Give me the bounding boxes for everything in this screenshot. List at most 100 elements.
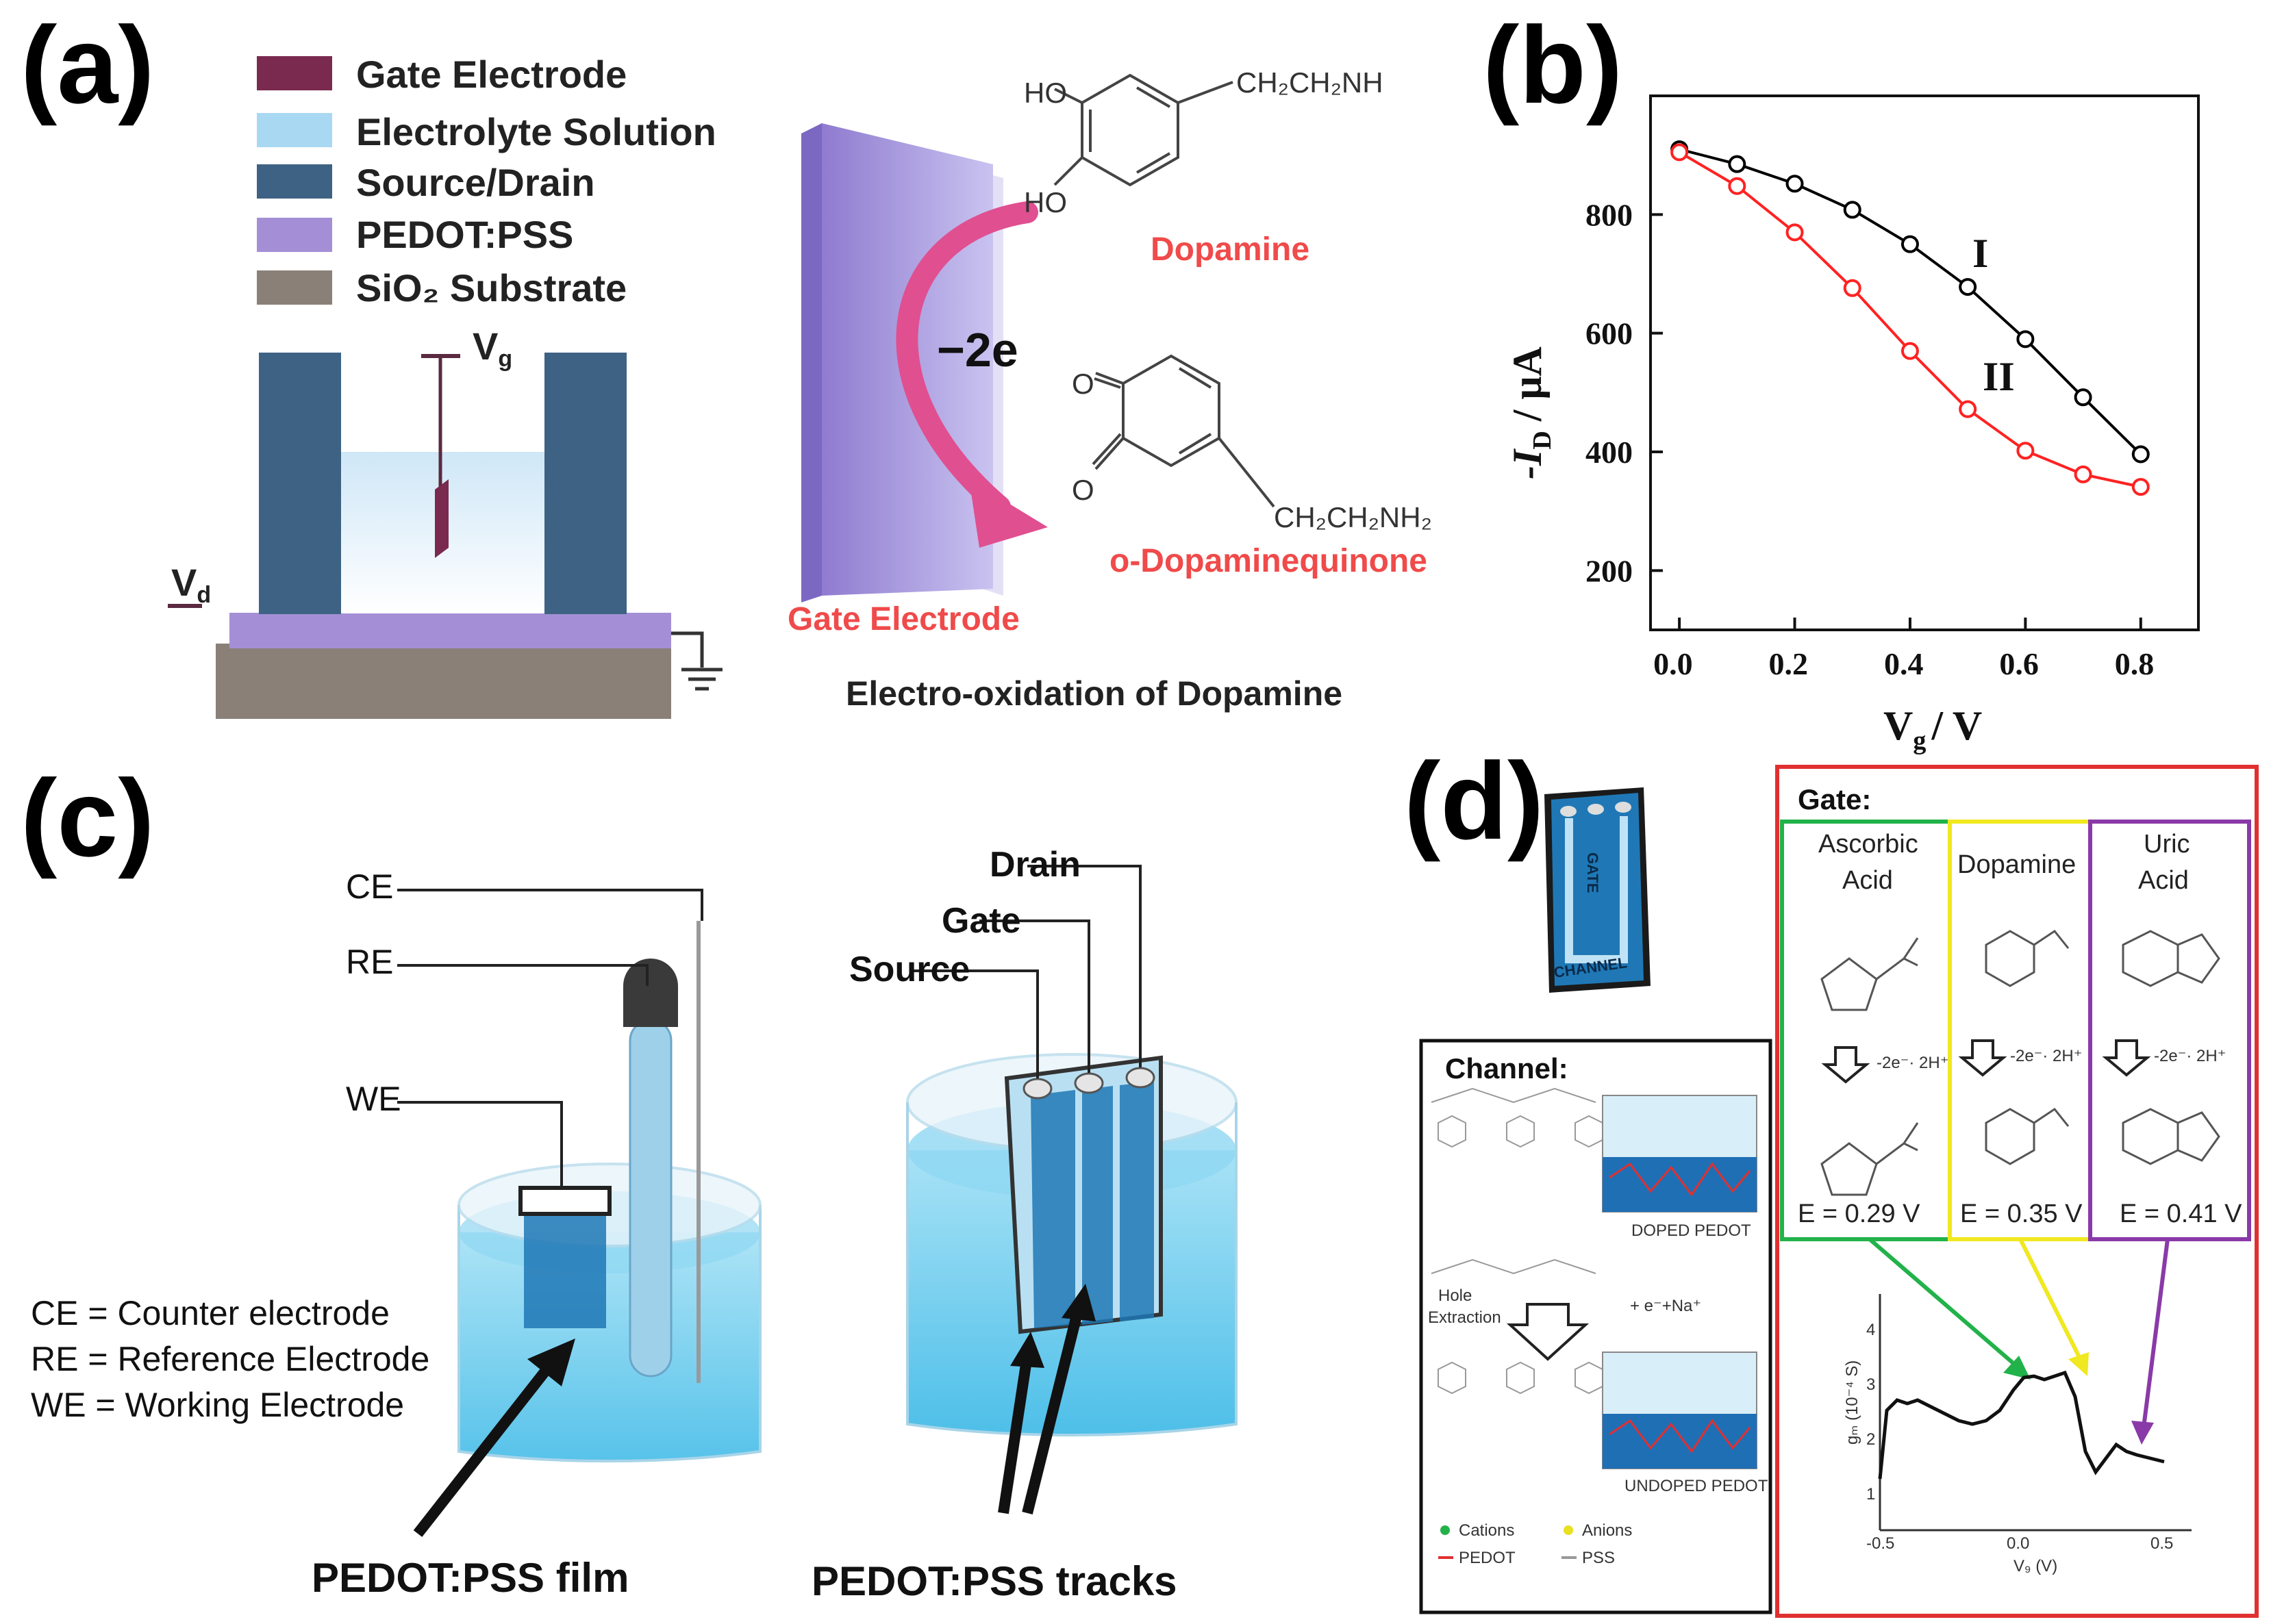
panel-c: (c) CE RE WE CE = Counter electrode RE =… <box>21 757 1238 1604</box>
mini-device: GATE CHANNEL <box>1544 787 1651 993</box>
track-source <box>1031 1090 1075 1328</box>
gm-plot: -0.5 0.0 0.5 1 2 3 4 V₉ (V) gₘ (10⁻⁴ S) <box>1843 1294 2192 1575</box>
source-block <box>259 353 341 614</box>
cations-label: Cations <box>1459 1521 1514 1540</box>
gate-pad <box>1074 1072 1104 1094</box>
data-point-II <box>1785 223 1804 242</box>
data-point-I <box>2016 330 2035 348</box>
doped-pedot-layer <box>1603 1157 1757 1212</box>
x-axis-label: Vg/ V <box>1883 703 1982 755</box>
undoped-label: UNDOPED PEDOT <box>1624 1477 1768 1495</box>
legend-source-drain: Source/Drain <box>356 161 595 204</box>
gate-box-title: Gate: <box>1798 783 1871 815</box>
data-point-II <box>1728 177 1746 195</box>
track-pointer-arrow-2 <box>1022 1306 1084 1514</box>
track-pointer-arrowhead-2 <box>1062 1284 1096 1321</box>
track-gate <box>1082 1086 1113 1325</box>
y-axis-label: -ID/ μA <box>1505 346 1557 479</box>
gm-ytick-1: 2 <box>1866 1430 1875 1449</box>
gm-xtick-0: -0.5 <box>1866 1534 1894 1553</box>
data-point-II <box>2074 465 2092 483</box>
oxidation-arrowhead <box>969 479 1048 548</box>
hole-label-1: Hole <box>1438 1286 1472 1305</box>
ce-label: CE <box>346 867 393 906</box>
pedot-layer <box>229 613 671 648</box>
data-point-I <box>2131 445 2150 464</box>
legend-electrolyte: Electrolyte Solution <box>356 110 716 153</box>
pedot-label: PEDOT <box>1459 1549 1516 1567</box>
gm-xtick-2: 0.5 <box>2150 1534 2173 1553</box>
y-tick-label: 400 <box>1585 435 1633 470</box>
gm-curve <box>1878 1370 2165 1480</box>
dopamine-reaction: -2e⁻· 2H⁺ <box>2010 1047 2082 1065</box>
gm-ytick-0: 1 <box>1866 1485 1875 1504</box>
gm-ylabel: gₘ (10⁻⁴ S) <box>1843 1360 1861 1445</box>
ion-reaction: + e⁻+Na⁺ <box>1630 1297 1701 1315</box>
legend-swatch-substrate <box>257 270 332 305</box>
uric-arrow <box>2142 1239 2170 1428</box>
gm-ytick-3: 4 <box>1866 1321 1875 1339</box>
legend-gate-electrode: Gate Electrode <box>356 53 627 96</box>
panel-a: (a) Gate Electrode Electrolyte Solution … <box>21 3 1432 719</box>
dopamine-label: Dopamine <box>1151 231 1309 268</box>
mini-device-gate: GATE <box>1584 852 1601 893</box>
panel-a-oxidation: −2e Gate Electrode Electro-oxidation of … <box>788 123 1342 713</box>
legend-we: WE = Working Electrode <box>31 1386 404 1424</box>
x-tick-label: 0.0 <box>1653 646 1693 681</box>
dopamine-box <box>1948 820 2092 1241</box>
drain-label: Drain <box>990 845 1081 885</box>
drain-leader <box>1027 865 1142 1067</box>
vd-label: Vd <box>171 561 211 608</box>
track-pointer-arrow-1 <box>998 1354 1033 1514</box>
legend-ce: CE = Counter electrode <box>31 1294 390 1332</box>
data-point-II <box>1670 143 1689 162</box>
beaker-tracks <box>906 865 1238 1514</box>
uric-box <box>2088 820 2251 1241</box>
dopamine-sidechain: CH₂CH₂NH <box>1236 66 1383 99</box>
data-point-II <box>1900 342 1919 360</box>
data-point-I <box>1843 201 1861 219</box>
re-leader <box>397 964 649 986</box>
panel-c-label: (c) <box>21 757 155 879</box>
source-pad <box>1022 1078 1053 1100</box>
undoped-pedot-layer <box>1603 1414 1757 1469</box>
legend-pedot: PEDOT:PSS <box>356 213 573 256</box>
panel-d-label: (d) <box>1404 739 1544 862</box>
gate-electrode <box>435 479 449 558</box>
reaction-arrows <box>1821 1039 2151 1084</box>
re-label: RE <box>346 943 393 981</box>
channel-title: Channel: <box>1445 1052 1568 1084</box>
drain-pad <box>1125 1067 1155 1089</box>
x-tick-label: 0.2 <box>1769 646 1809 681</box>
plot-frame <box>1649 94 2200 631</box>
curve-label-I: I <box>1972 231 1988 276</box>
quinone-label: o-Dopaminequinone <box>1109 543 1427 579</box>
vg-label: Vg <box>473 325 512 372</box>
gate-panel-side <box>801 123 822 602</box>
doped-label: DOPED PEDOT <box>1631 1221 1751 1240</box>
panel-b-label: (b) <box>1483 3 1622 126</box>
legend-swatch-source-drain <box>257 164 332 199</box>
ascorbic-arrow <box>1868 1237 2022 1371</box>
dopamine-potential: E = 0.35 V <box>1960 1200 2083 1228</box>
dopamine-ho-2: HO <box>1024 186 1067 218</box>
pss-label: PSS <box>1582 1549 1615 1567</box>
doped-chains <box>1609 1162 1751 1197</box>
ascorbic-arrowhead <box>2003 1356 2031 1380</box>
ascorbic-title-1: Ascorbic <box>1818 830 1918 859</box>
film-caption: PEDOT:PSS film <box>312 1555 629 1601</box>
ascorbic-title-2: Acid <box>1842 866 1893 895</box>
quinone-o-1: O <box>1072 368 1094 400</box>
beaker-film <box>397 889 762 1537</box>
electron-count: −2e <box>937 323 1018 377</box>
tracks-caption: PEDOT:PSS tracks <box>812 1558 1177 1604</box>
data-point-II <box>1959 400 1977 418</box>
gm-xlabel: V₉ (V) <box>2013 1557 2057 1575</box>
x-tick-label: 0.4 <box>1884 646 1924 681</box>
cation-marker <box>1440 1525 1450 1535</box>
data-point-II <box>1843 279 1861 297</box>
working-electrode <box>518 1186 612 1216</box>
gm-ytick-2: 3 <box>1866 1375 1875 1394</box>
ascorbic-potential: E = 0.29 V <box>1798 1200 1920 1228</box>
